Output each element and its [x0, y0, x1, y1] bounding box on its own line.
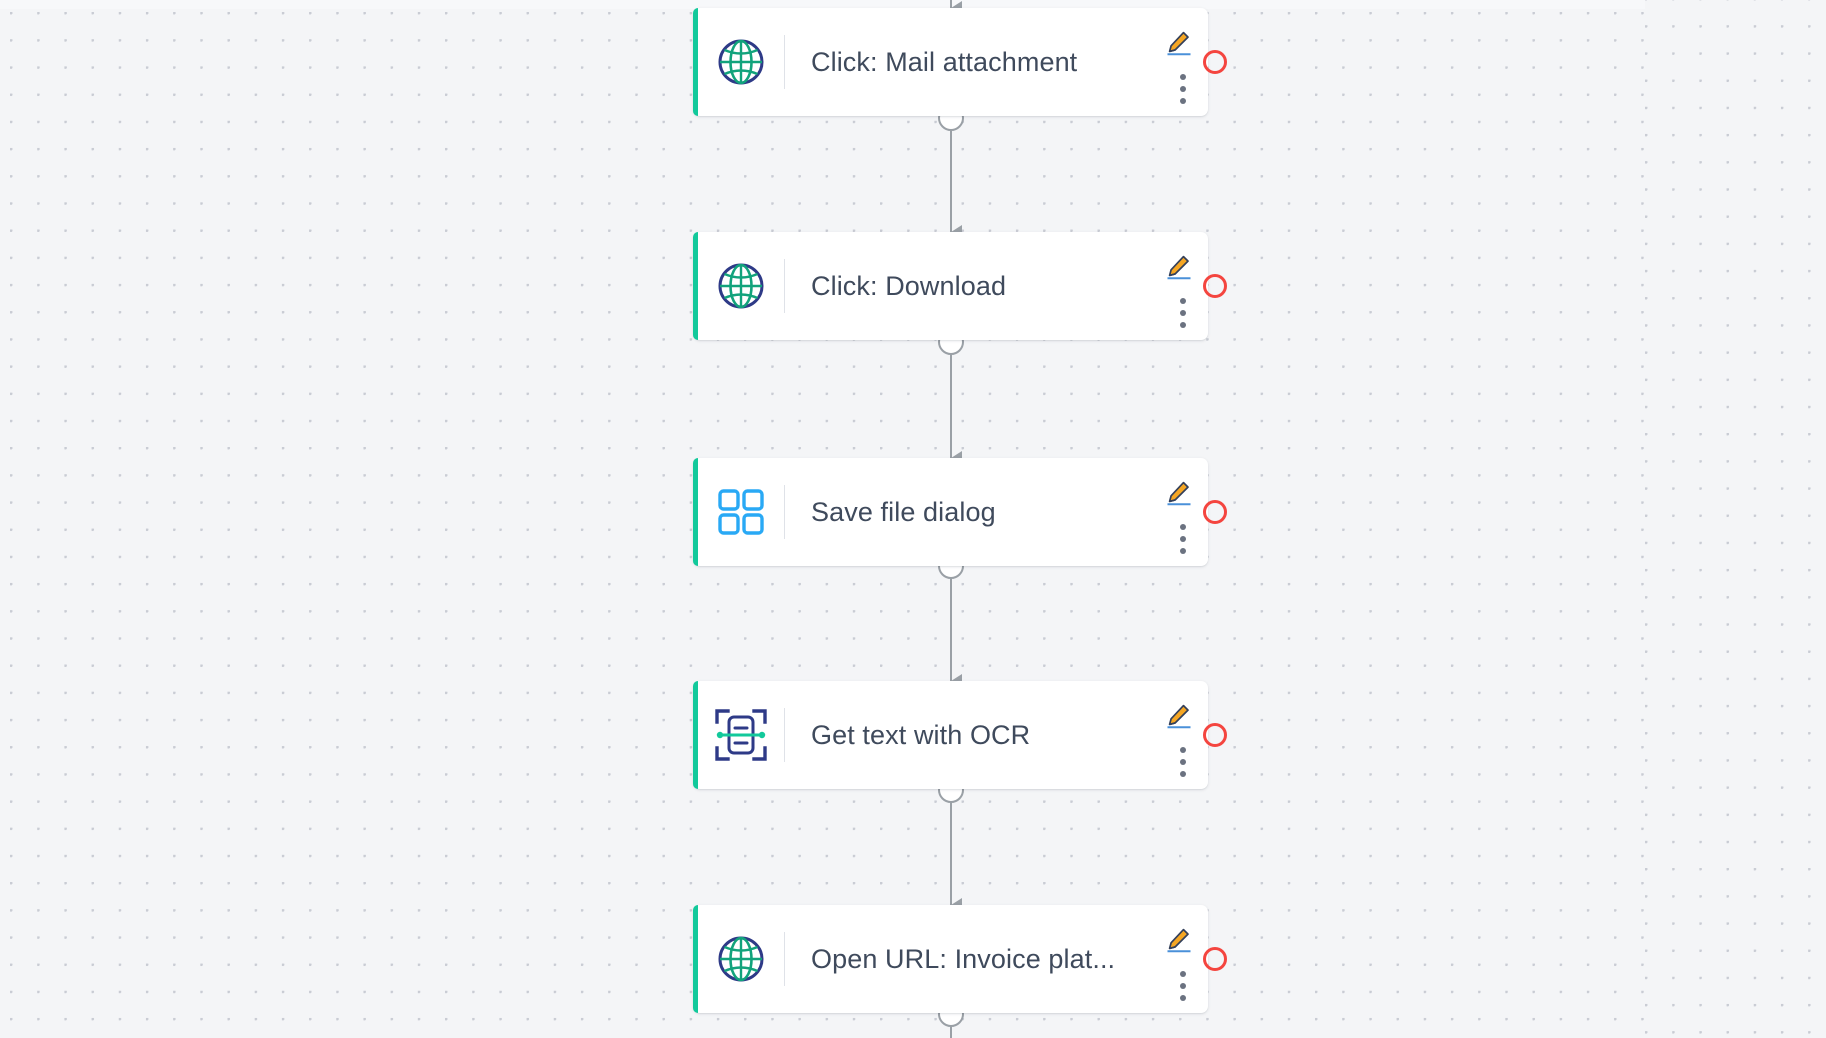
breakpoint-indicator[interactable]: [1203, 947, 1227, 971]
breakpoint-indicator[interactable]: [1203, 500, 1227, 524]
more-vertical-icon[interactable]: [1179, 524, 1186, 554]
node-divider: [784, 35, 785, 89]
globe-icon: [698, 934, 784, 984]
node-label: Click: Mail attachment: [811, 46, 1078, 77]
ocr-scanner-icon: [698, 708, 784, 762]
node-actions[interactable]: [1142, 681, 1208, 789]
connector-1-to-2: [938, 105, 964, 239]
breakpoint-indicator[interactable]: [1203, 50, 1227, 74]
workflow-node[interactable]: Open URL: Invoice plat...: [693, 905, 1227, 1013]
node-actions[interactable]: [1142, 232, 1208, 340]
node-divider: [784, 708, 785, 762]
node-actions[interactable]: [1142, 458, 1208, 566]
connector-4-to-5: [938, 777, 964, 912]
pencil-icon[interactable]: [1166, 30, 1192, 56]
node-divider: [784, 259, 785, 313]
node-divider: [784, 485, 785, 539]
canvas-right-seam: [1645, 0, 1826, 1038]
node-label: Get text with OCR: [811, 719, 1031, 750]
pencil-icon[interactable]: [1166, 254, 1192, 280]
pencil-icon[interactable]: [1166, 927, 1192, 953]
node-accent-bar: [693, 905, 698, 1013]
more-vertical-icon[interactable]: [1179, 971, 1186, 1001]
node-actions[interactable]: [1142, 905, 1208, 1013]
breakpoint-indicator[interactable]: [1203, 274, 1227, 298]
node-label: Save file dialog: [811, 496, 996, 527]
pencil-icon[interactable]: [1166, 703, 1192, 729]
grid-squares-icon: [698, 487, 784, 537]
workflow-node[interactable]: Click: Mail attachment: [693, 8, 1227, 116]
node-accent-bar: [693, 8, 698, 116]
workflow-node[interactable]: Save file dialog: [693, 458, 1227, 566]
pencil-icon[interactable]: [1166, 480, 1192, 506]
node-actions[interactable]: [1142, 8, 1208, 116]
more-vertical-icon[interactable]: [1179, 747, 1186, 777]
node-divider: [784, 932, 785, 986]
connector-3-to-4: [938, 553, 964, 688]
globe-icon: [698, 261, 784, 311]
globe-icon: [698, 37, 784, 87]
node-accent-bar: [693, 681, 698, 789]
breakpoint-indicator[interactable]: [1203, 723, 1227, 747]
node-label: Open URL: Invoice plat...: [811, 943, 1116, 974]
connector-2-to-3: [938, 329, 964, 465]
workflow-node[interactable]: Click: Download: [693, 232, 1227, 340]
node-label: Click: Download: [811, 270, 1007, 301]
node-accent-bar: [693, 458, 698, 566]
more-vertical-icon[interactable]: [1179, 298, 1186, 328]
node-accent-bar: [693, 232, 698, 340]
more-vertical-icon[interactable]: [1179, 74, 1186, 104]
workflow-node[interactable]: Get text with OCR: [693, 681, 1227, 789]
